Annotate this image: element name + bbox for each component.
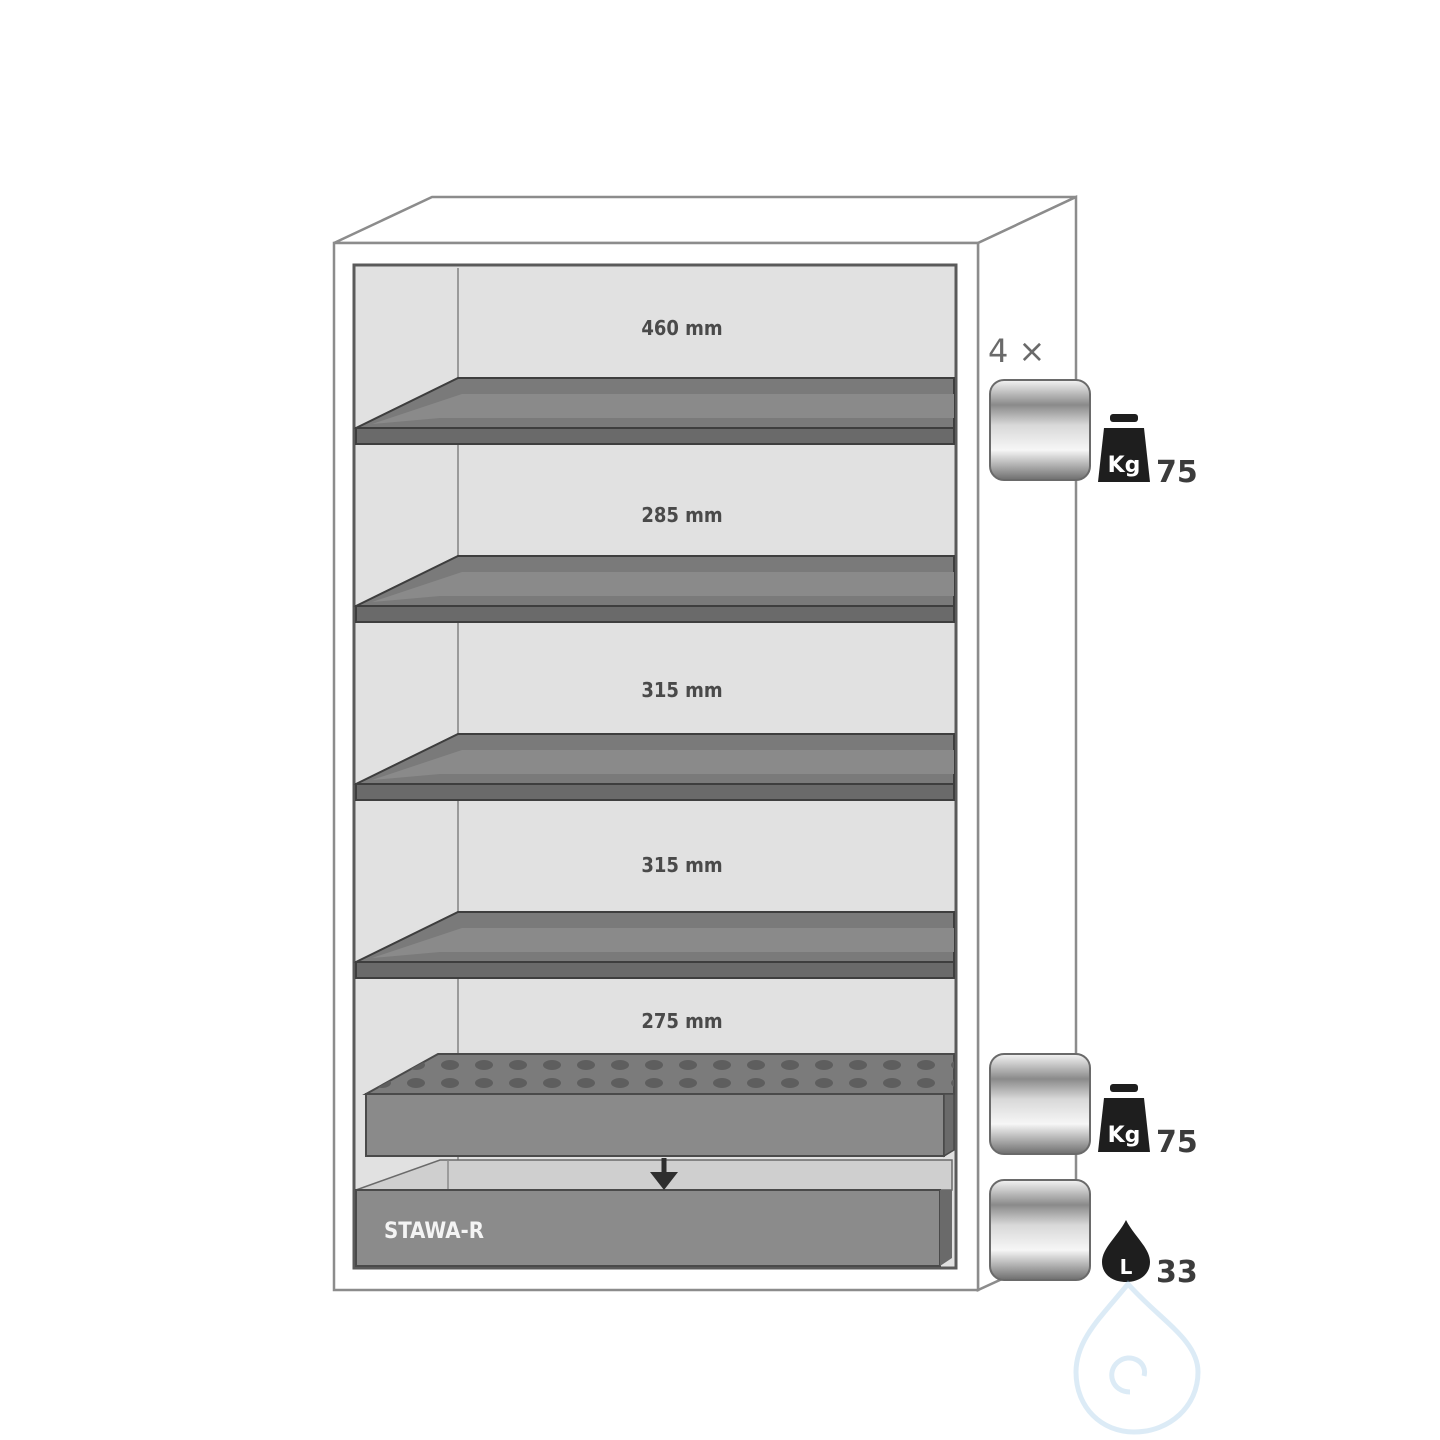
tray-load-value: 75	[1156, 1125, 1198, 1160]
weight-kg-icon: Kg	[1098, 1084, 1150, 1152]
compartment-4-height-label: 315 mm	[641, 853, 722, 877]
shelf	[353, 732, 955, 801]
watermark-logo	[1073, 1280, 1201, 1435]
sump-volume-value: 33	[1156, 1255, 1198, 1290]
compartment-3-height-label: 315 mm	[641, 678, 722, 702]
sump-label: STAWA-R	[384, 1219, 484, 1244]
compartment-2-height-label: 285 mm	[641, 503, 722, 527]
weight-icon-letters: Kg	[1108, 453, 1141, 478]
shelf-multiplier: 4 ×	[988, 332, 1045, 370]
down-arrow-icon	[650, 1158, 678, 1190]
shelf-icon	[989, 379, 1091, 481]
shelf	[353, 376, 955, 445]
liquid-drop-icon: L	[1102, 1220, 1150, 1282]
weight-kg-icon: Kg	[1098, 414, 1150, 482]
drop-icon-letters: L	[1120, 1255, 1133, 1279]
tray-icon	[989, 1053, 1091, 1155]
perforated-tray	[362, 1053, 955, 1158]
weight-icon-letters: Kg	[1108, 1123, 1141, 1148]
shelves	[353, 376, 955, 979]
shelf-load-value: 75	[1156, 455, 1198, 490]
compartment-5-height-label: 275 mm	[641, 1009, 722, 1033]
sump-tray: STAWA-R	[355, 1159, 953, 1267]
shelf	[353, 554, 955, 623]
shelf	[353, 910, 955, 979]
compartment-1-height-label: 460 mm	[641, 316, 722, 340]
sump-icon	[989, 1179, 1091, 1281]
